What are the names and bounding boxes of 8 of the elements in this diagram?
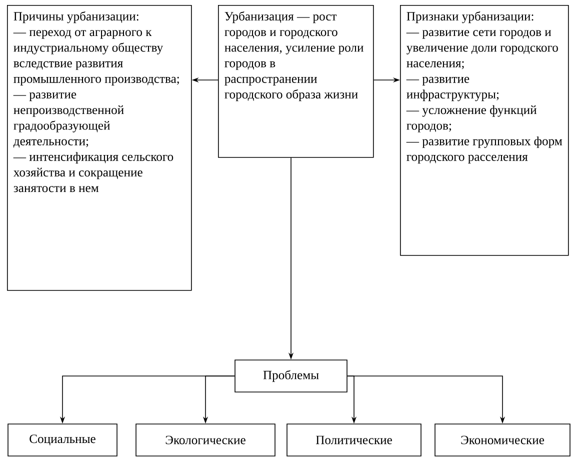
category-box: Политические bbox=[286, 424, 422, 456]
category-box: Экологические bbox=[136, 424, 276, 456]
category-box: Экономические bbox=[434, 424, 570, 456]
category-box: Проблемы bbox=[234, 360, 348, 392]
text-box: Признаки урбанизации: — развитие сети городов и увеличение доли городского населения; — развитие инфраструктуры; — усложнение функций городов; — развитие групповых форм городского расселения bbox=[400, 5, 569, 256]
text-box: Причины урбанизации: — переход от аграрного к индустриальному обществу вследствие развития промышленного производства; — развитие непроизводственной градообразующей деятельности; — интенсификация сельского хозяйства и сокращение занятости в нем bbox=[7, 5, 192, 291]
text-box: Урбанизация — рост городов и городского населения, усиление роли городов в распространении городского образа жизни bbox=[218, 5, 374, 158]
category-box: Социальные bbox=[8, 424, 118, 456]
